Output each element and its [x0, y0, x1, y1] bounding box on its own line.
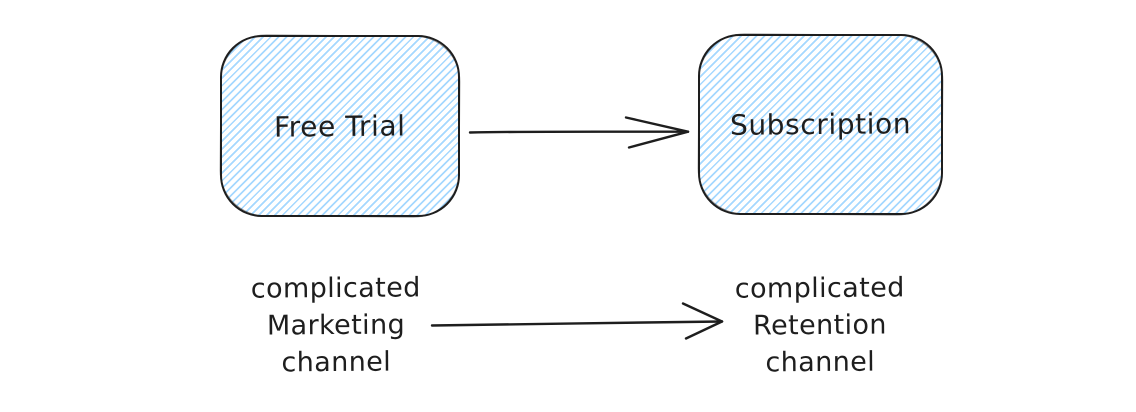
arrow-free-trial-to-subscription[interactable] [462, 103, 697, 161]
caption-retention-channel[interactable]: complicated Retention channel [690, 269, 951, 382]
node-free-trial-label: Free Trial [274, 108, 406, 144]
arrow-shaft [430, 320, 724, 327]
arrowhead-lower-barb [627, 130, 690, 149]
caption-line: complicated [734, 272, 905, 305]
arrow-marketing-to-retention[interactable] [427, 300, 732, 345]
caption-line: Retention [752, 309, 887, 342]
node-subscription[interactable]: Subscription [698, 34, 943, 215]
arrowhead-upper-barb [681, 302, 724, 323]
arrowhead-upper-barb [624, 116, 690, 133]
arrow-shaft [468, 130, 690, 134]
node-free-trial[interactable]: Free Trial [220, 35, 460, 217]
caption-line: channel [281, 346, 392, 379]
arrowhead-lower-barb [684, 320, 724, 340]
caption-line: channel [765, 346, 876, 379]
node-subscription-label: Subscription [729, 107, 912, 142]
